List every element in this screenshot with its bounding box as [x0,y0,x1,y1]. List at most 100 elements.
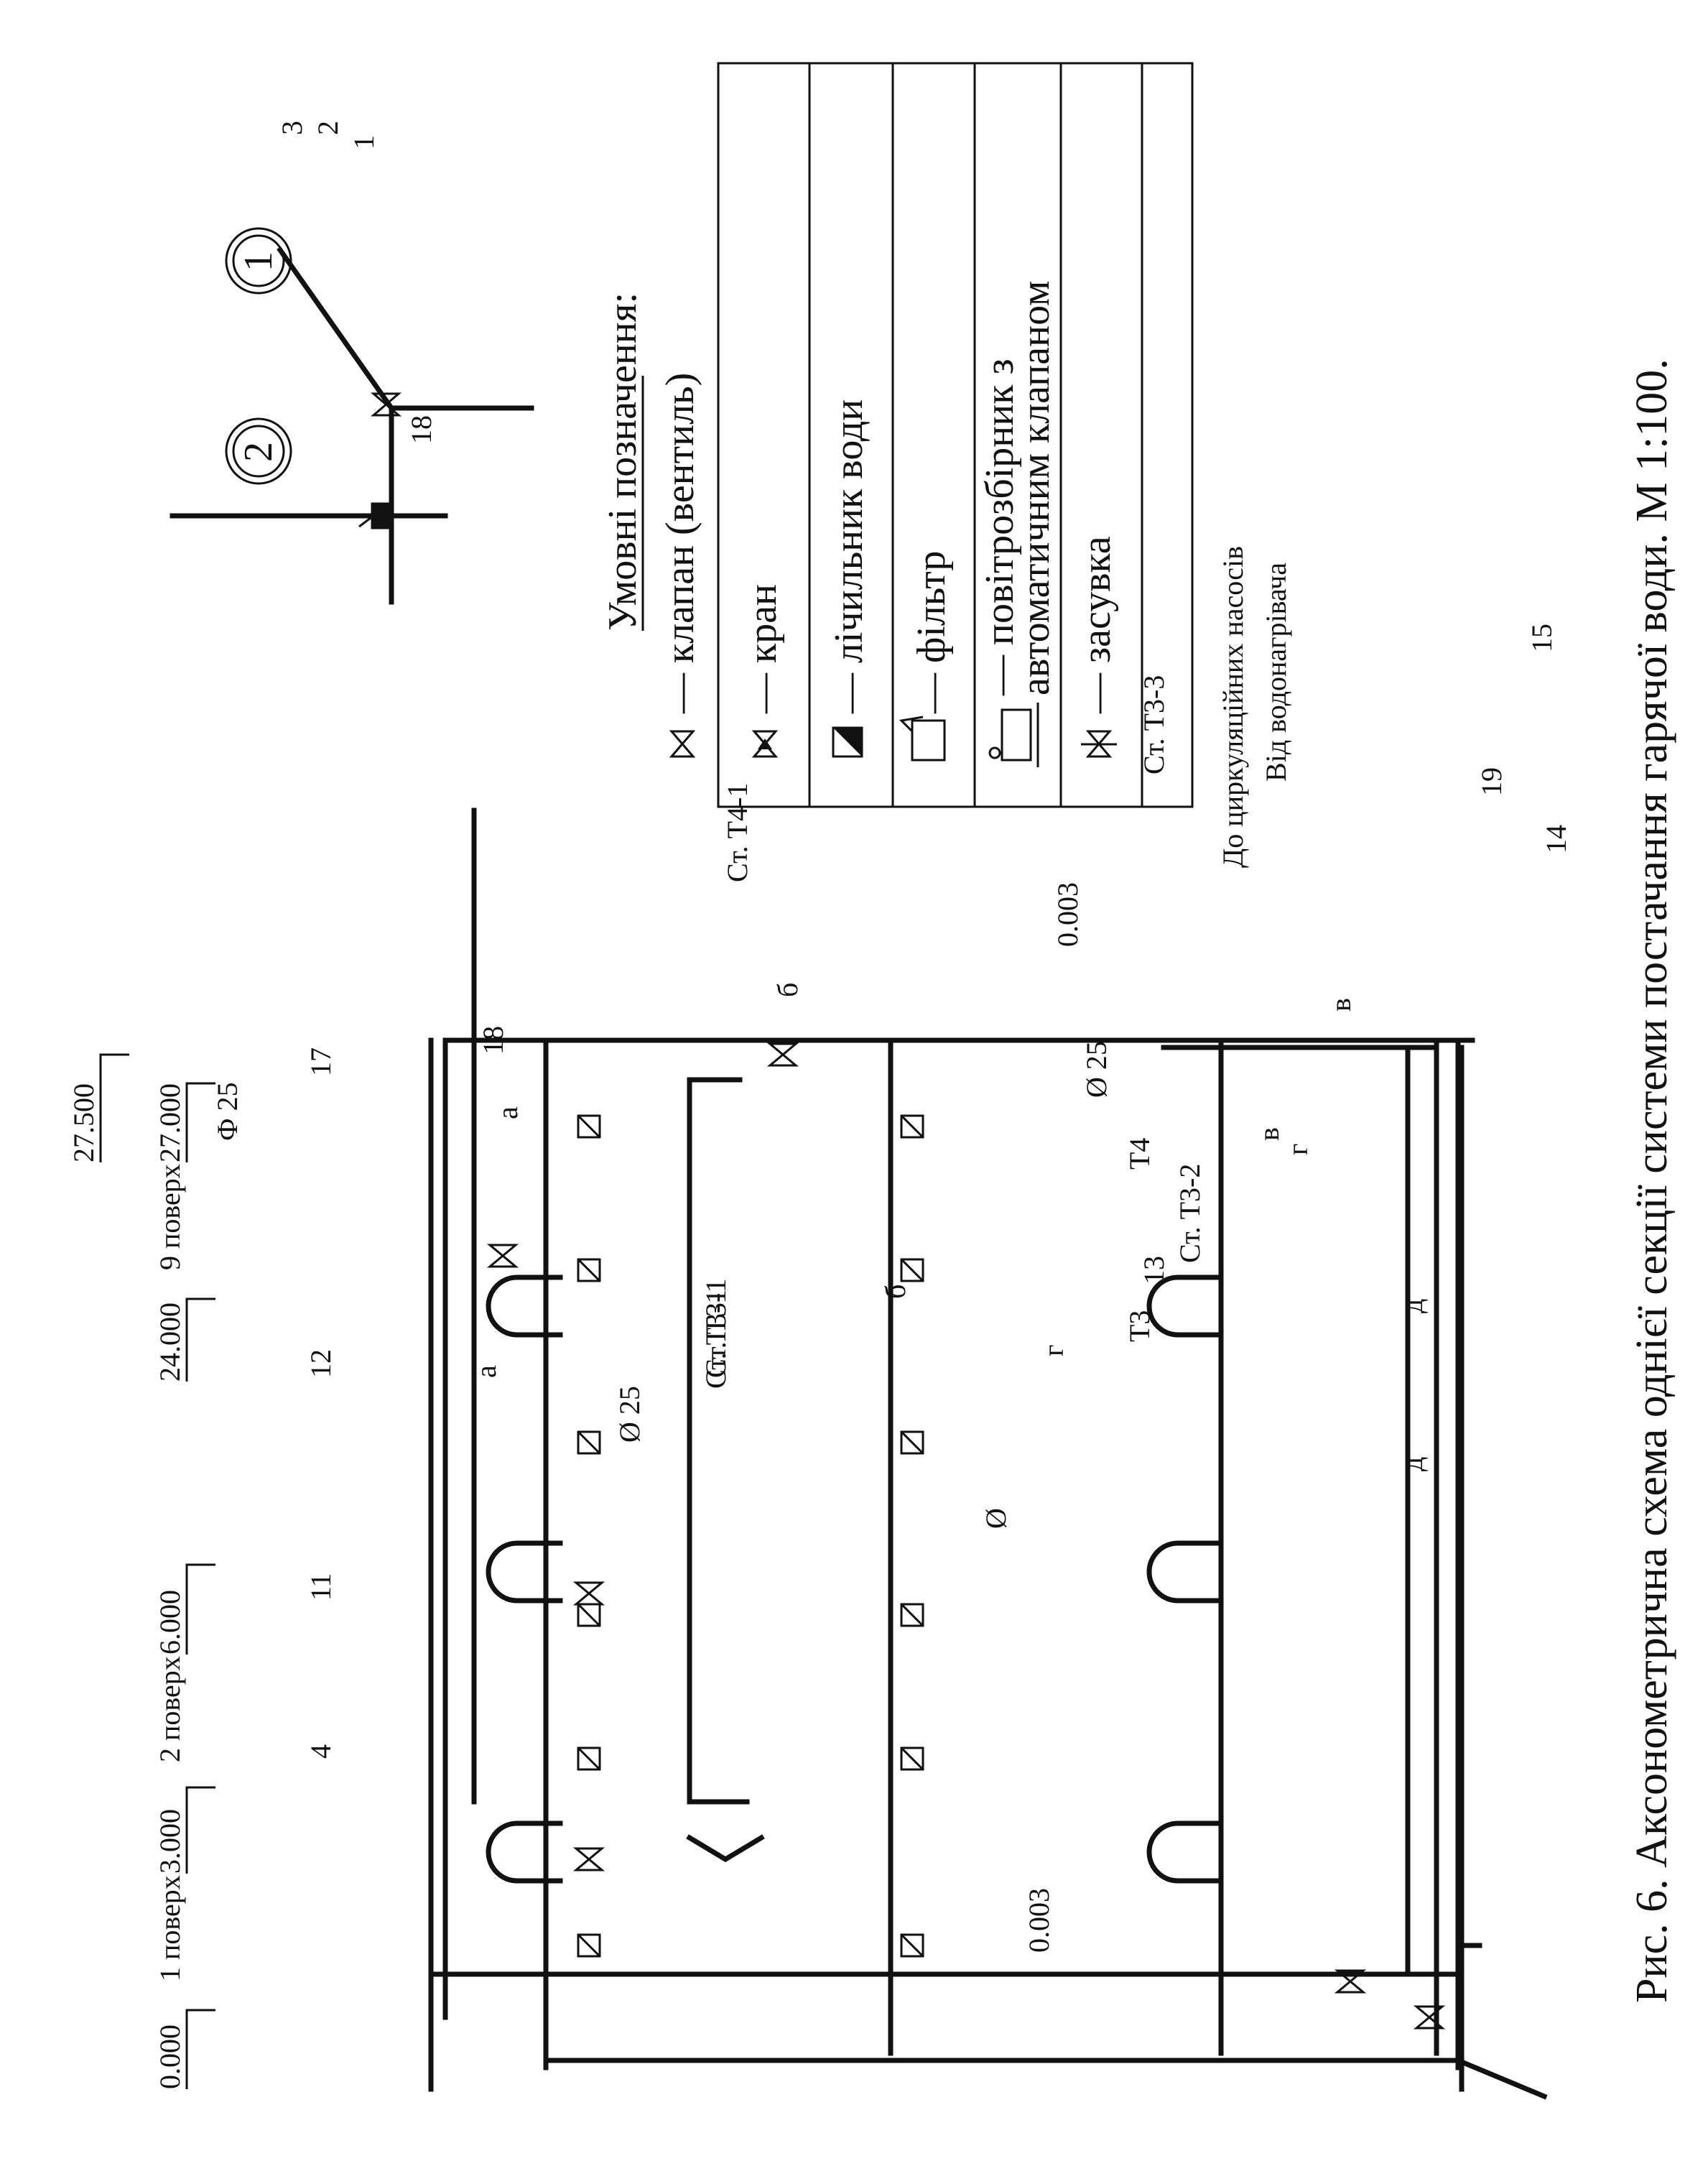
node-v-1: в [1253,1127,1285,1141]
scheme-labels: Ст. Т3-1 Ст. Т4-1 Ст. Т3-2 Ст. Т3-3 До ц… [700,546,1292,1378]
expansion-loop [1146,1274,1224,1338]
pipe-t3-label: Т3 [1123,1310,1156,1342]
sleeve-icon [577,1746,601,1771]
detail-1: 1 18 [225,227,534,605]
node-15: 15 [1526,624,1558,652]
pipe-size-d25-top: Ø 25 [1080,1041,1113,1098]
legend-item-meter: — лічильник води [827,399,871,714]
detail-1-number: 1 [236,251,281,272]
slope-label-bottom: 0.003 [1023,1888,1055,1953]
valve-icon [669,730,696,758]
node-b-2: б [879,1285,911,1299]
node-4: 4 [305,1744,337,1759]
level-2-floor: 2 поверх [154,1656,186,1762]
pipe-phi25: Ф 25 [211,1082,243,1141]
node-d-2: д [1396,1299,1429,1313]
legend-table [717,62,1194,808]
slope-label-top: 0.003 [1052,882,1084,947]
supply-branch [1454,2057,1548,2100]
label-t3-1: Ст. Т3-1 [700,1279,732,1378]
valve-icon [766,1042,799,1067]
level-6-000: 6.000 [154,1590,186,1655]
figure-caption: Рис. 6. Аксонометрична схема однієї секц… [1628,358,1676,2003]
pipe-t4-label: Т4 [1123,1138,1156,1170]
label-t3-3: Ст. Т3-3 [1138,675,1170,774]
sleeve-icon [900,1430,924,1455]
label-to-pumps: До циркуляційних насосів [1217,546,1249,868]
level-24-000: 24.000 [154,1302,186,1382]
expansion-loop [1146,1540,1224,1604]
expansion-loop [486,1820,563,1884]
legend-title: Умовні позначення: [600,292,645,631]
valve-icon [1413,2005,1446,2030]
expansion-loop [1146,1820,1224,1884]
detail-1-node-18: 18 [405,415,437,444]
legend-item-filter: — фільтр [909,551,954,714]
legend: Умовні позначення: — клапан (вентиль) — … [600,62,1194,808]
sleeve-icon [900,1258,924,1282]
node-17: 17 [305,1047,337,1076]
pipe-size-d25: Ø 25 [613,1386,646,1443]
level-27-000: 27.000 [154,1083,186,1162]
sleeve-icon [577,1430,601,1455]
sleeve-icon [577,1603,601,1627]
expansion-loop [486,1540,563,1604]
node-g-1: г [1037,1345,1069,1356]
level-27-500: 27.500 [68,1083,100,1162]
node-d-1: д [1396,1457,1429,1471]
legend-item-tap: — кран [741,584,785,714]
valve-icon [572,1581,605,1606]
node-a-1: а [491,1106,524,1119]
node-19: 19 [1475,767,1508,796]
node-18: 18 [477,1026,509,1055]
legend-item-valve: — клапан (вентиль) [658,373,702,714]
legend-item-air1: — повітрозбірник з [978,358,1022,696]
legend-item-air2: автоматичним клапаном [1013,281,1058,695]
node-3: 3 [276,121,308,135]
gate-valve-icon [1081,730,1117,758]
valve-icon [572,1847,605,1871]
sleeve-icon [900,1933,924,1958]
sleeve-icon [900,1114,924,1139]
sleeve-icon [577,1258,601,1282]
water-meter-icon [832,726,863,758]
sleeve-icon [900,1603,924,1627]
t3-1-label: Ст. Т3-1 [700,1290,732,1389]
node-b-1: б [771,983,804,997]
label-from-heater: Від водонагрівача [1260,563,1292,782]
main-piping [428,808,1465,2092]
sleeve-icon [577,1114,601,1139]
filter-icon [899,716,946,762]
riser-t3-1: Ст. Т3-1 [686,1077,765,1863]
node-v-2: в [1324,998,1357,1012]
sleeve-icon [577,1933,601,1958]
tap-icon [751,730,779,758]
node-2: 2 [312,121,344,135]
expansion-loop [486,1274,563,1338]
node-13: 13 [1138,1256,1170,1285]
node-12: 12 [305,1349,337,1378]
label-t4-1: Ст. Т4-1 [721,783,753,882]
node-g-2: г [1281,1144,1314,1155]
air-collector-icon [988,703,1039,767]
detail-2: 2 [170,417,448,529]
label-t3-2: Ст. Т3-2 [1174,1164,1206,1263]
valve-icon [486,1244,519,1268]
floor-levels: 27.500 27.000 9 поверх 24.000 6.000 2 по… [68,1053,215,2089]
sleeve-icon [900,1746,924,1771]
level-1-floor: 1 поверх [154,1875,186,1981]
node-11: 11 [305,1573,337,1601]
level-3-000: 3.000 [154,1809,186,1874]
valve-icon [1334,1969,1367,1994]
node-14: 14 [1540,825,1572,853]
node-1: 1 [348,135,380,149]
level-9-floor: 9 поверх [154,1164,186,1270]
level-0-000: 0.000 [154,2025,186,2089]
detail-2-number: 2 [236,442,281,462]
node-a-2: а [470,1365,502,1378]
pipe-size-d: Ø [980,1508,1012,1529]
legend-item-gate: — засувка [1075,536,1119,714]
